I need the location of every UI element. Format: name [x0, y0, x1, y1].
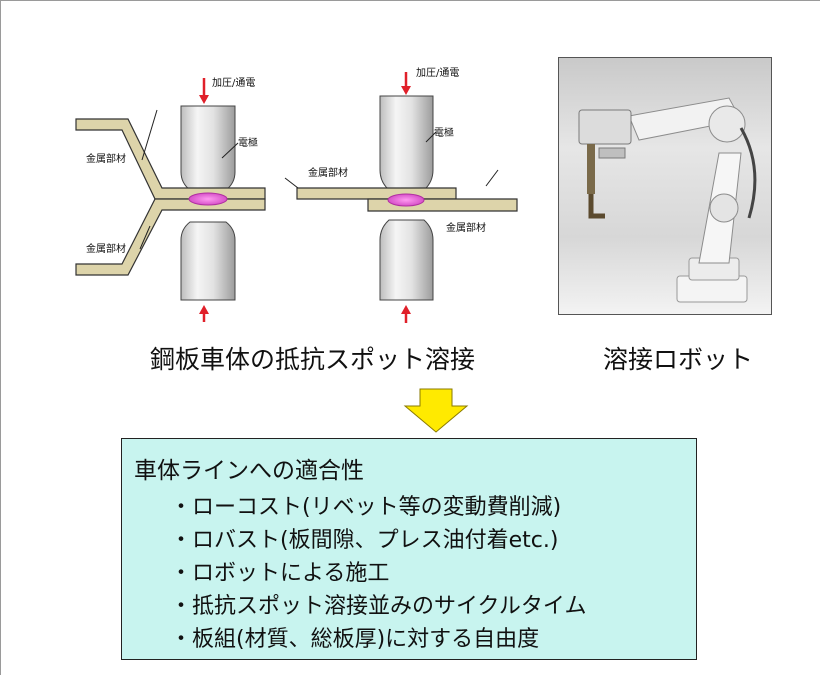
- compatibility-item-cycle-time: ・抵抗スポット溶接並みのサイクルタイム: [170, 594, 587, 619]
- upper-metal-member-middle: [296, 187, 457, 200]
- label-upper-member-middle: 金属部材: [308, 166, 348, 179]
- leader-line-upper-member-left: [141, 109, 158, 161]
- leader-line-electrode-middle: [425, 131, 437, 143]
- compatibility-item-low-cost: ・ローコスト(リベット等の変動費削減): [170, 495, 562, 520]
- pressure-arrow-top-middle: [401, 72, 411, 95]
- label-electrode-left: 電極: [238, 136, 258, 149]
- leader-line-upper-member-middle: [284, 177, 299, 189]
- frame-top-border: [0, 0, 820, 1]
- middle-weld-diagram: 加圧/通電 電極 金属部材 金属部材: [284, 67, 518, 323]
- lower-metal-member-left: [75, 198, 266, 276]
- welding-robot-photo: [558, 57, 772, 315]
- down-arrow-icon: [403, 388, 469, 433]
- label-upper-member-left: 金属部材: [86, 152, 126, 165]
- weld-nugget-left: [188, 192, 228, 206]
- leader-line-electrode-left: [221, 142, 239, 159]
- weld-nugget-middle: [387, 193, 425, 207]
- upper-electrode-middle: [379, 95, 434, 191]
- caption-welding-robot: 溶接ロボット: [603, 345, 754, 374]
- upper-electrode-left: [180, 105, 236, 191]
- leader-line-lower-member-left: [139, 225, 151, 250]
- lower-electrode-middle: [379, 219, 434, 301]
- label-lower-member-left: 金属部材: [86, 242, 126, 255]
- left-weld-diagram: 加圧/通電 電極 金属部材 金属部材: [75, 77, 266, 322]
- pressure-arrow-top-left: [199, 78, 209, 104]
- pressure-arrow-bottom-left: [199, 305, 209, 322]
- label-pressure-current-middle: 加圧/通電: [416, 67, 459, 79]
- label-lower-member-middle: 金属部材: [446, 221, 486, 234]
- frame-left-border: [0, 0, 1, 675]
- compatibility-item-robust: ・ロバスト(板間隙、プレス油付着etc.): [170, 528, 559, 553]
- compatibility-title: 車体ラインへの適合性: [134, 458, 364, 484]
- pressure-arrow-bottom-middle: [401, 305, 411, 323]
- label-pressure-current-left: 加圧/通電: [212, 77, 255, 89]
- label-electrode-middle: 電極: [434, 126, 454, 139]
- compatibility-item-flexibility: ・板組(材質、総板厚)に対する自由度: [170, 627, 540, 652]
- leader-line-lower-member-middle: [485, 169, 499, 187]
- compatibility-box: 車体ラインへの適合性 ・ローコスト(リベット等の変動費削減) ・ロバスト(板間隙…: [121, 438, 697, 660]
- welding-robot-icon: [578, 97, 757, 303]
- lower-electrode-left: [180, 221, 236, 301]
- caption-resistance-spot-welding: 鋼板車体の抵抗スポット溶接: [150, 345, 476, 374]
- compatibility-item-robot: ・ロボットによる施工: [170, 561, 390, 586]
